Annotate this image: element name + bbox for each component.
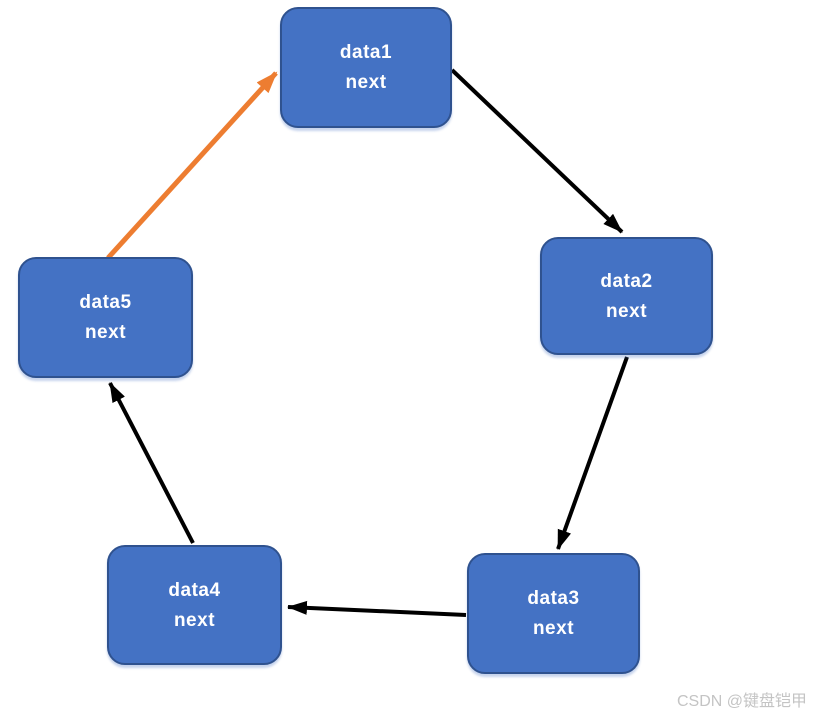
node-data-label: data1	[339, 42, 393, 63]
edge-data4-to-data5	[108, 382, 195, 544]
list-node-data5: data5 next	[18, 257, 193, 378]
edge-data1-to-data2	[450, 68, 624, 234]
watermark: CSDN @键盘铠甲	[676, 693, 807, 710]
node-next-label: next	[345, 72, 387, 93]
node-data-label: data4	[168, 579, 221, 601]
node-data-label: data2	[600, 270, 653, 292]
node-next-label: next	[173, 609, 216, 631]
edge-data2-to-data3	[556, 356, 629, 550]
edge-data5-to-data1	[106, 71, 278, 260]
node-data-label: data5	[79, 292, 132, 313]
list-node-data1: data1 next	[280, 7, 452, 128]
node-data-label: data3	[527, 588, 580, 609]
node-next-label: next	[605, 300, 648, 322]
edge-data3-to-data4	[287, 600, 467, 617]
node-next-label: next	[84, 322, 127, 343]
list-node-data2: data2 next	[540, 237, 713, 355]
list-node-data4: data4 next	[107, 545, 282, 665]
node-next-label: next	[532, 618, 575, 639]
list-node-data3: data3 next	[467, 553, 640, 674]
